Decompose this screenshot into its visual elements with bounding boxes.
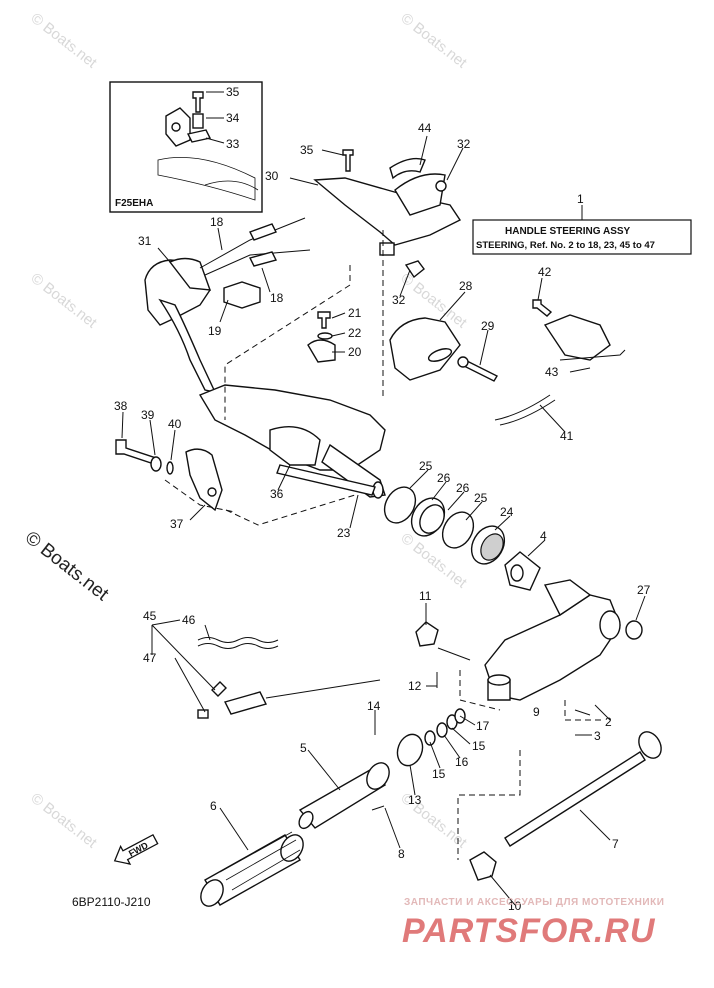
brand-name: PARTSFOR.RU — [402, 912, 656, 950]
part-label: 43 — [545, 365, 559, 379]
part-label: 29 — [481, 319, 495, 333]
part-label: 3 — [594, 729, 601, 743]
part-label: 15 — [432, 767, 446, 781]
part-label: 25 — [474, 491, 488, 505]
reference-lines — [164, 230, 605, 860]
part-label: 28 — [459, 279, 473, 293]
part-label: 1 — [577, 192, 584, 206]
part-label: 47 — [143, 651, 157, 665]
part-label: 25 — [419, 459, 433, 473]
part-label: 27 — [637, 583, 651, 597]
handle-bracket-36 — [198, 384, 386, 499]
part-label: 35 — [300, 143, 314, 157]
part-label: 39 — [141, 408, 155, 422]
diagram-code: 6BP2110-J210 — [72, 895, 151, 909]
part-label: 31 — [138, 234, 152, 248]
part-label: 4 — [540, 529, 547, 543]
leader-lines — [121, 91, 646, 906]
part-label: 11 — [419, 589, 432, 603]
callout-box: HANDLE STEERING ASSY STEERING, Ref. No. … — [472, 205, 692, 255]
small-hardware — [307, 311, 336, 363]
watermark: © Boats.net — [398, 10, 471, 72]
part-label: 26 — [456, 481, 470, 495]
part-label: 24 — [500, 505, 514, 519]
callout-line1: HANDLE STEERING ASSY — [505, 226, 631, 237]
part-label: 34 — [226, 111, 240, 125]
part-label: 10 — [508, 899, 522, 913]
rod-7 — [469, 731, 662, 881]
knob-11 — [415, 621, 471, 688]
watermark: © Boats.net — [28, 790, 101, 852]
part-label: 40 — [168, 417, 182, 431]
part-label: 21 — [348, 306, 362, 320]
part-label: 45 — [143, 609, 157, 623]
fwd-arrow: FWD — [113, 833, 159, 865]
part-label: 8 — [398, 847, 405, 861]
part-label: 44 — [418, 121, 432, 135]
callout-line2: STEERING, Ref. No. 2 to 18, 23, 45 to 47 — [476, 240, 655, 251]
ring-stack — [383, 486, 541, 591]
part-label: 20 — [348, 345, 362, 359]
part-label: 17 — [476, 719, 490, 733]
part-label: 2 — [605, 715, 612, 729]
part-label: 23 — [337, 526, 351, 540]
lower-left-hardware — [115, 439, 223, 512]
part-label: 6 — [210, 799, 217, 813]
part-label: 36 — [270, 487, 284, 501]
part-label: 18 — [210, 215, 224, 229]
part-label: 9 — [533, 705, 540, 719]
part-label: 26 — [437, 471, 451, 485]
lanyard-46 — [197, 637, 381, 719]
shaft-23 — [276, 464, 376, 496]
linkage-41-43 — [494, 299, 626, 426]
part-label: 32 — [392, 293, 406, 307]
part-label: 35 — [226, 85, 240, 99]
brand-logo: ЗАПЧАСТИ И АКСЕССУАРЫ ДЛЯ МОТОТЕХНИКИ PA… — [402, 897, 664, 950]
part-label: 22 — [348, 326, 362, 340]
part-label: 13 — [408, 793, 422, 807]
part-label: 5 — [300, 741, 307, 755]
throttle-shaft-5 — [298, 762, 390, 830]
part-label: 42 — [538, 265, 552, 279]
watermark: © Boats.net — [28, 270, 101, 332]
part-label: 16 — [455, 755, 469, 769]
part-label: 32 — [457, 137, 471, 151]
part-label: 15 — [472, 739, 486, 753]
grip-assembly-31 — [144, 217, 311, 393]
part-label: 38 — [114, 399, 128, 413]
watermark-large: © Boats.net — [21, 527, 113, 605]
part-number-labels: 1 2 3 4 5 6 7 8 9 10 11 12 13 14 15 15 1… — [114, 85, 651, 913]
inset-box: F25EHA — [109, 81, 263, 213]
tiller-arm — [484, 579, 643, 701]
grip-6 — [200, 831, 304, 907]
part-label: 14 — [367, 699, 381, 713]
part-label: 46 — [182, 613, 196, 627]
part-label: 33 — [226, 137, 240, 151]
washer-stack — [396, 708, 466, 767]
part-label: 18 — [270, 291, 284, 305]
part-label: 7 — [612, 837, 619, 851]
part-label: 37 — [170, 517, 184, 531]
part-label: 12 — [408, 679, 422, 693]
brand-tagline: ЗАПЧАСТИ И АКСЕССУАРЫ ДЛЯ МОТОТЕХНИКИ — [404, 897, 664, 908]
part-label: 19 — [208, 324, 222, 338]
guard-28 — [389, 317, 498, 382]
upper-bracket-30 — [313, 149, 462, 279]
inset-label: F25EHA — [115, 198, 153, 209]
part-label: 41 — [560, 429, 574, 443]
watermark: © Boats.net — [28, 10, 101, 72]
part-label: 30 — [265, 169, 279, 183]
